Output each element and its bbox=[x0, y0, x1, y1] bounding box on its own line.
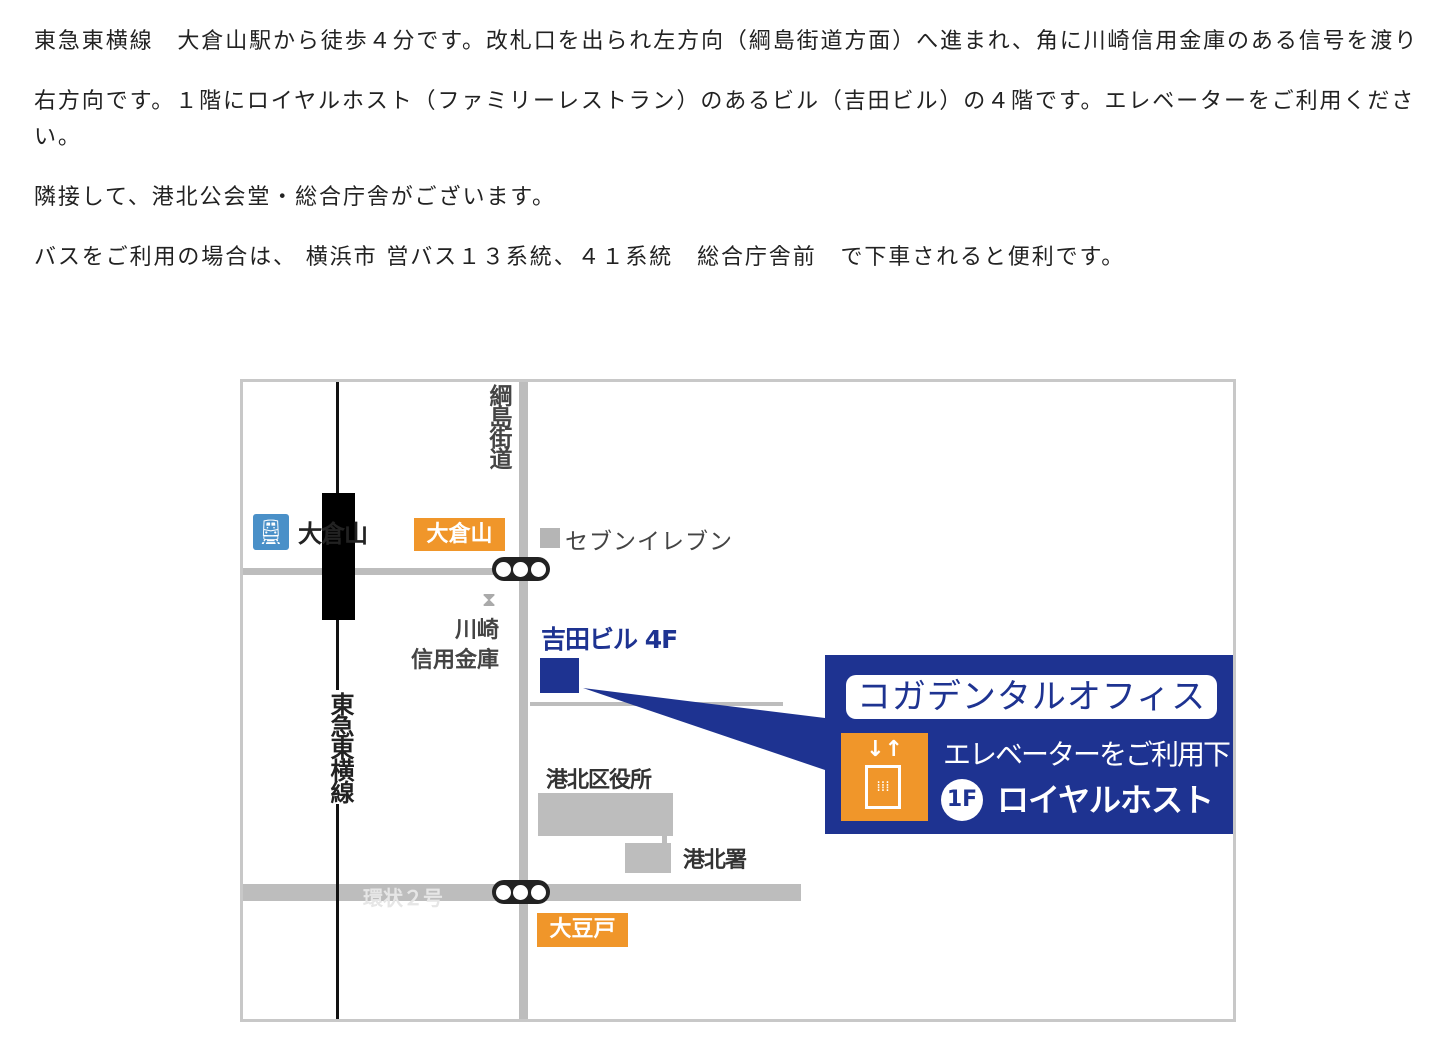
road-tsunashima-kaido bbox=[519, 382, 528, 1019]
access-map: 環状２号 🚆︎ 大倉山 大倉山 綱島街道 セブンイレブン ⧗ 川崎 信用金庫 吉… bbox=[240, 379, 1236, 1022]
access-description: 東急東横線 大倉山駅から徒歩４分です。改札口を出られ左方向（綱島街道方面）へ進ま… bbox=[34, 24, 1434, 300]
ring-road-label: 環状２号 bbox=[363, 886, 443, 910]
ward-office-label: 港北区役所 bbox=[546, 768, 652, 793]
police-building bbox=[625, 843, 671, 873]
elevator-arrows-icon: ↓↑ bbox=[866, 737, 903, 762]
traffic-light-icon bbox=[492, 880, 550, 904]
building-label: 吉田ビル 4F bbox=[541, 625, 678, 654]
bank-label-line2: 信用金庫 bbox=[410, 648, 499, 673]
building-marker bbox=[540, 658, 579, 693]
first-floor-tenant: ロイヤルホスト bbox=[997, 781, 1214, 819]
paragraph-building: 右方向です。１階にロイヤルホスト（ファミリーレストラン）のあるビル（吉田ビル）の… bbox=[34, 89, 1416, 150]
station-name: 大倉山 bbox=[298, 520, 368, 548]
ward-office-building bbox=[538, 793, 673, 836]
building-connector bbox=[662, 836, 667, 844]
police-label: 港北署 bbox=[683, 848, 747, 873]
train-icon: 🚆︎ bbox=[253, 514, 289, 550]
paragraph-bus: バスをご利用の場合は、 横浜市 営バス１３系統、４１系統 総合庁舎前 で下車され… bbox=[34, 245, 1126, 270]
elevator-note: エレベーターをご利用下さい。 bbox=[943, 738, 1233, 771]
clinic-name: コガデンタルオフィス bbox=[846, 675, 1217, 719]
intersection-okurayama-label: 大倉山 bbox=[414, 518, 505, 551]
paragraph-adjacent: 隣接して、港北公会堂・総合庁舎がございます。 bbox=[34, 185, 556, 210]
paragraph-station: 東急東横線 大倉山駅から徒歩４分です。改札口を出られ左方向（綱島街道方面）へ進ま… bbox=[34, 29, 1419, 54]
convenience-store-label: セブンイレブン bbox=[565, 529, 733, 555]
crosswalk-icon: ⧗ bbox=[482, 587, 497, 611]
elevator-icon: ↓↑ ⁞⁞⁞ bbox=[841, 733, 928, 821]
callout-pointer bbox=[583, 688, 825, 770]
bank-label: 川崎 信用金庫 bbox=[393, 616, 499, 676]
intersection-mamedo-label: 大豆戸 bbox=[537, 913, 628, 947]
elevator-car-icon: ⁞⁞⁞ bbox=[865, 765, 901, 809]
railway-line-label: 東急東横線 bbox=[323, 690, 358, 804]
floor-badge: 1F bbox=[941, 779, 983, 821]
road-okurayama bbox=[243, 568, 523, 575]
bank-label-line1: 川崎 bbox=[454, 618, 499, 643]
traffic-light-icon bbox=[492, 557, 550, 581]
convenience-store-marker bbox=[540, 528, 560, 548]
road-name-tsunashima: 綱島街道 bbox=[485, 384, 511, 468]
clinic-callout: コガデンタルオフィス ↓↑ ⁞⁞⁞ エレベーターをご利用下さい。 1F ロイヤル… bbox=[825, 655, 1233, 834]
station-platform bbox=[322, 493, 355, 620]
